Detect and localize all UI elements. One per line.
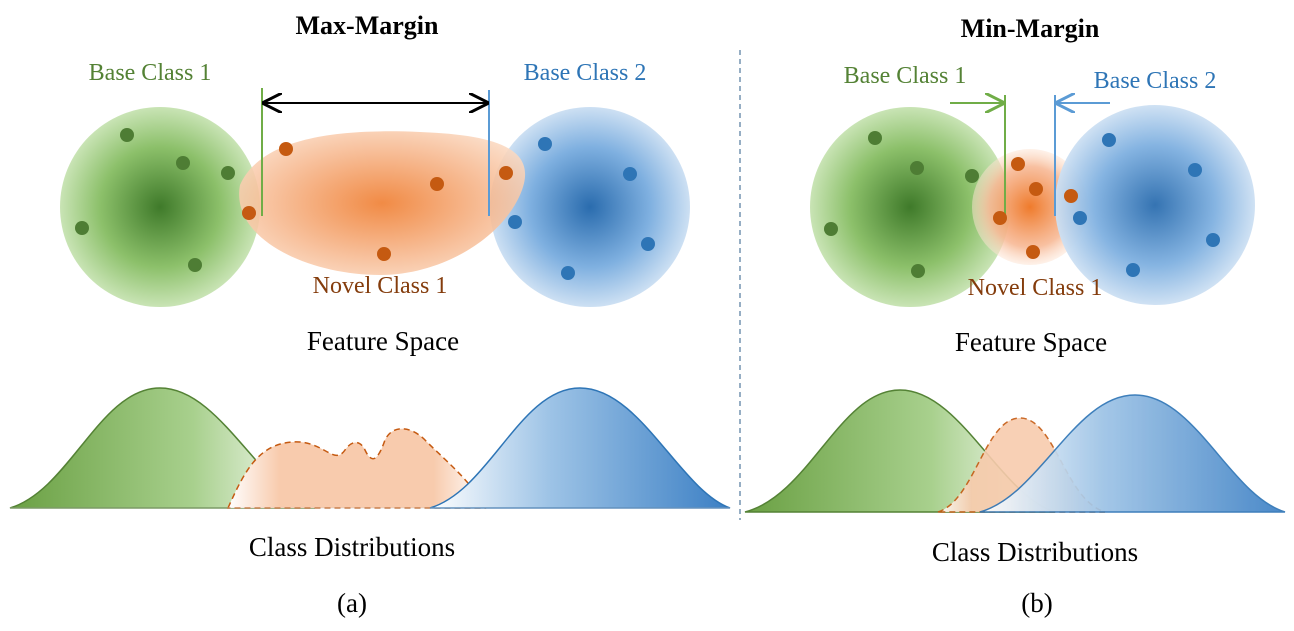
feature-space-label: Feature Space bbox=[307, 326, 459, 356]
base-class-1-label: Base Class 1 bbox=[844, 63, 967, 89]
green-feature-point bbox=[868, 131, 882, 145]
novel-class-1-label: Novel Class 1 bbox=[313, 273, 448, 299]
orange-feature-point bbox=[1011, 157, 1025, 171]
green-feature-point bbox=[75, 221, 89, 235]
blue-feature-point bbox=[641, 237, 655, 251]
orange-feature-point bbox=[279, 142, 293, 156]
green-feature-point bbox=[965, 169, 979, 183]
blue-feature-point bbox=[1188, 163, 1202, 177]
feature-space-label: Feature Space bbox=[955, 327, 1107, 357]
class-distributions-label: Class Distributions bbox=[932, 537, 1138, 567]
blue-feature-point bbox=[1102, 133, 1116, 147]
orange-feature-point bbox=[1029, 182, 1043, 196]
green-feature-point bbox=[120, 128, 134, 142]
blue-feature-point bbox=[1126, 263, 1140, 277]
green-feature-point bbox=[824, 222, 838, 236]
panel-max-margin: Max-Margin Base Class 1 Base Class 2 Nov… bbox=[9, 11, 731, 618]
panel-title: Max-Margin bbox=[296, 11, 440, 40]
panel-min-margin: Min-Margin Base Class 1 Base Class 2 Nov… bbox=[744, 14, 1286, 618]
base-class-2-distribution bbox=[979, 394, 1286, 513]
green-feature-point bbox=[188, 258, 202, 272]
novel-class-1-distribution bbox=[226, 428, 487, 509]
novel-class-1-cluster bbox=[239, 131, 526, 275]
green-feature-point bbox=[911, 264, 925, 278]
blue-feature-point bbox=[1073, 211, 1087, 225]
green-feature-point bbox=[910, 161, 924, 175]
green-feature-point bbox=[176, 156, 190, 170]
orange-feature-point bbox=[1064, 189, 1078, 203]
orange-feature-point bbox=[499, 166, 513, 180]
orange-feature-point bbox=[993, 211, 1007, 225]
caption-b: (b) bbox=[1021, 588, 1052, 618]
orange-feature-point bbox=[1026, 245, 1040, 259]
green-feature-point bbox=[221, 166, 235, 180]
panel-title: Min-Margin bbox=[961, 14, 1100, 43]
blue-feature-point bbox=[623, 167, 637, 181]
base-class-2-cluster bbox=[1055, 105, 1255, 305]
base-class-1-cluster bbox=[60, 107, 260, 307]
blue-feature-point bbox=[1206, 233, 1220, 247]
base-class-1-label: Base Class 1 bbox=[89, 60, 212, 86]
base-class-2-label: Base Class 2 bbox=[524, 60, 647, 86]
novel-class-1-label: Novel Class 1 bbox=[968, 275, 1103, 301]
blue-feature-point bbox=[538, 137, 552, 151]
blue-feature-point bbox=[508, 215, 522, 229]
orange-feature-point bbox=[377, 247, 391, 261]
class-distributions-label: Class Distributions bbox=[249, 532, 455, 562]
blue-feature-point bbox=[561, 266, 575, 280]
base-class-2-label: Base Class 2 bbox=[1094, 68, 1217, 94]
base-class-1-cluster bbox=[810, 107, 1010, 307]
base-class-2-cluster bbox=[490, 107, 690, 307]
orange-feature-point bbox=[430, 177, 444, 191]
orange-feature-point bbox=[242, 206, 256, 220]
caption-a: (a) bbox=[337, 588, 367, 618]
base-class-2-distribution bbox=[429, 387, 731, 509]
